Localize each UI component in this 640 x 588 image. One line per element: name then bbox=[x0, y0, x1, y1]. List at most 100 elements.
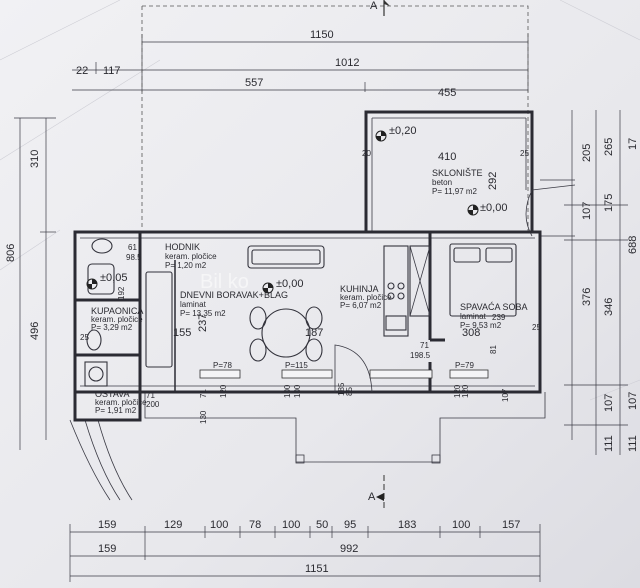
terrace-post-2 bbox=[431, 454, 441, 464]
dim-top-117: 117 bbox=[103, 65, 121, 77]
armchair-bench bbox=[145, 271, 173, 368]
dim-int-61: 61 bbox=[128, 243, 137, 252]
dim-left-806: 806 bbox=[5, 244, 17, 262]
dim-int-198-5: 198.5 bbox=[410, 351, 431, 360]
dim-int-100: 100 bbox=[283, 384, 292, 398]
room-spavaca-name: SPAVAĆA SOBA bbox=[460, 302, 528, 312]
kitchen-counter bbox=[383, 245, 431, 337]
opening-p79: P=79 bbox=[455, 361, 474, 370]
room-spavaca-area: P= 9,53 m2 bbox=[460, 321, 502, 330]
level-living: ±0,00 bbox=[276, 278, 303, 290]
room-ostava-area: P= 1,91 m2 bbox=[95, 406, 137, 415]
dim-int-292: 292 bbox=[487, 172, 499, 190]
room-hodnik-area: P= 1,20 m2 bbox=[165, 261, 207, 270]
dim-int-410: 410 bbox=[438, 151, 456, 163]
dim-int-71: 71 bbox=[420, 341, 429, 350]
dim-bottom-100a: 100 bbox=[210, 519, 228, 531]
level-marker-ground-icon bbox=[467, 204, 479, 216]
dim-top-22: 22 bbox=[76, 65, 88, 77]
dim-int-120b: 120 bbox=[453, 384, 462, 398]
bottom-windows bbox=[199, 369, 489, 379]
dim-bottom-50: 50 bbox=[316, 519, 328, 531]
dim-right-265: 265 bbox=[603, 138, 615, 156]
level-marker-shelter-icon bbox=[375, 130, 387, 142]
dim-int-71c: 71 bbox=[199, 389, 208, 398]
dim-right-111: 111 bbox=[603, 435, 615, 452]
room-kuhinja-floor: keram. pločice bbox=[340, 293, 392, 302]
dim-bottom-129: 129 bbox=[164, 519, 182, 531]
section-mark-top: A bbox=[370, 0, 378, 12]
dim-int-107: 107 bbox=[501, 388, 510, 402]
dim-int-237: 237 bbox=[197, 314, 209, 332]
dim-int-20: 20 bbox=[362, 149, 371, 158]
section-arrow-bottom-icon bbox=[376, 493, 384, 501]
dim-int-239: 239 bbox=[492, 313, 506, 322]
terrace-outline bbox=[144, 392, 546, 463]
level-marker-bath-icon bbox=[86, 278, 98, 290]
room-dnevni-name: DNEVNI BORAVAK+BLAG bbox=[180, 290, 288, 300]
terrace-post bbox=[295, 454, 305, 464]
dim-top-1012: 1012 bbox=[335, 57, 359, 69]
room-kupaonica-name: KUPAONICA bbox=[91, 306, 143, 316]
dim-overall-width: 1150 bbox=[310, 29, 334, 41]
dim-bottom-157: 157 bbox=[502, 519, 520, 531]
paper-streaks bbox=[0, 0, 640, 401]
room-kuhinja-area: P= 6,07 m2 bbox=[340, 301, 382, 310]
watermark: Bil ko bbox=[200, 271, 249, 293]
dim-bottom-95: 95 bbox=[344, 519, 356, 531]
dim-right-175: 175 bbox=[603, 194, 615, 212]
dining-table bbox=[249, 306, 323, 362]
dim-int-185: 185 bbox=[337, 382, 346, 396]
dim-bottom-78: 78 bbox=[249, 519, 261, 531]
dim-int-98-5: 98.5 bbox=[126, 253, 142, 262]
dim-int-192: 192 bbox=[117, 286, 126, 300]
room-hodnik-floor: keram. pločice bbox=[165, 252, 217, 261]
level-bath: ±0,05 bbox=[100, 272, 127, 284]
dim-bottom-159: 159 bbox=[98, 519, 116, 531]
dim-right-107c: 107 bbox=[627, 392, 639, 410]
level-ground: ±0,00 bbox=[480, 202, 507, 214]
shelter-walls bbox=[364, 110, 534, 232]
dim-int-71b: 71 bbox=[146, 391, 155, 400]
dim-right-688: 688 bbox=[627, 236, 639, 254]
dim-top-557: 557 bbox=[245, 77, 263, 89]
bathroom-fixtures bbox=[84, 238, 115, 387]
double-bed bbox=[449, 243, 517, 317]
entry-door-swing bbox=[334, 344, 373, 393]
dim-int-25c: 25 bbox=[80, 333, 89, 342]
plot-outline bbox=[141, 5, 529, 235]
dim-right-17: 17 bbox=[627, 138, 639, 150]
room-kuhinja-name: KUHINJA bbox=[340, 284, 379, 294]
dim-bottom-100c: 100 bbox=[452, 519, 470, 531]
dim-right-205: 205 bbox=[581, 144, 593, 162]
opening-p78: P=78 bbox=[213, 361, 232, 370]
opening-p115: P=115 bbox=[285, 361, 308, 370]
dim-bottom-992: 992 bbox=[340, 543, 358, 555]
sofa-seat bbox=[251, 249, 321, 265]
dim-int-187: 187 bbox=[305, 327, 323, 339]
dim-int-308: 308 bbox=[462, 327, 480, 339]
section-arrow-top-icon bbox=[384, 0, 390, 6]
room-ostava-name: OSTAVA bbox=[95, 389, 130, 399]
level-shelter: ±0,20 bbox=[389, 125, 416, 137]
dim-bottom-183: 183 bbox=[398, 519, 416, 531]
room-dnevni-floor: laminat bbox=[180, 300, 207, 309]
house-outer-walls bbox=[73, 230, 542, 394]
dim-bottom-1151: 1151 bbox=[305, 563, 329, 575]
dim-right-107: 107 bbox=[581, 202, 593, 220]
section-mark-bottom: A bbox=[368, 491, 376, 503]
room-skloniste-area: P= 11,97 m2 bbox=[432, 187, 478, 196]
room-kupaonica-floor: keram. pločice bbox=[91, 315, 143, 324]
dim-left-310: 310 bbox=[29, 150, 41, 168]
dim-int-200: 200 bbox=[146, 400, 160, 409]
dim-top-455: 455 bbox=[438, 87, 456, 99]
dim-int-120: 120 bbox=[219, 384, 228, 398]
level-marker-living-icon bbox=[262, 282, 274, 294]
dim-right-107b: 107 bbox=[603, 394, 615, 412]
left-dimension-lines bbox=[14, 117, 56, 450]
dim-int-120c: 120 bbox=[461, 384, 470, 398]
garden-curve bbox=[69, 419, 133, 501]
room-skloniste-name: SKLONIŠTE bbox=[432, 168, 483, 178]
bottom-dimension-lines bbox=[69, 524, 541, 582]
